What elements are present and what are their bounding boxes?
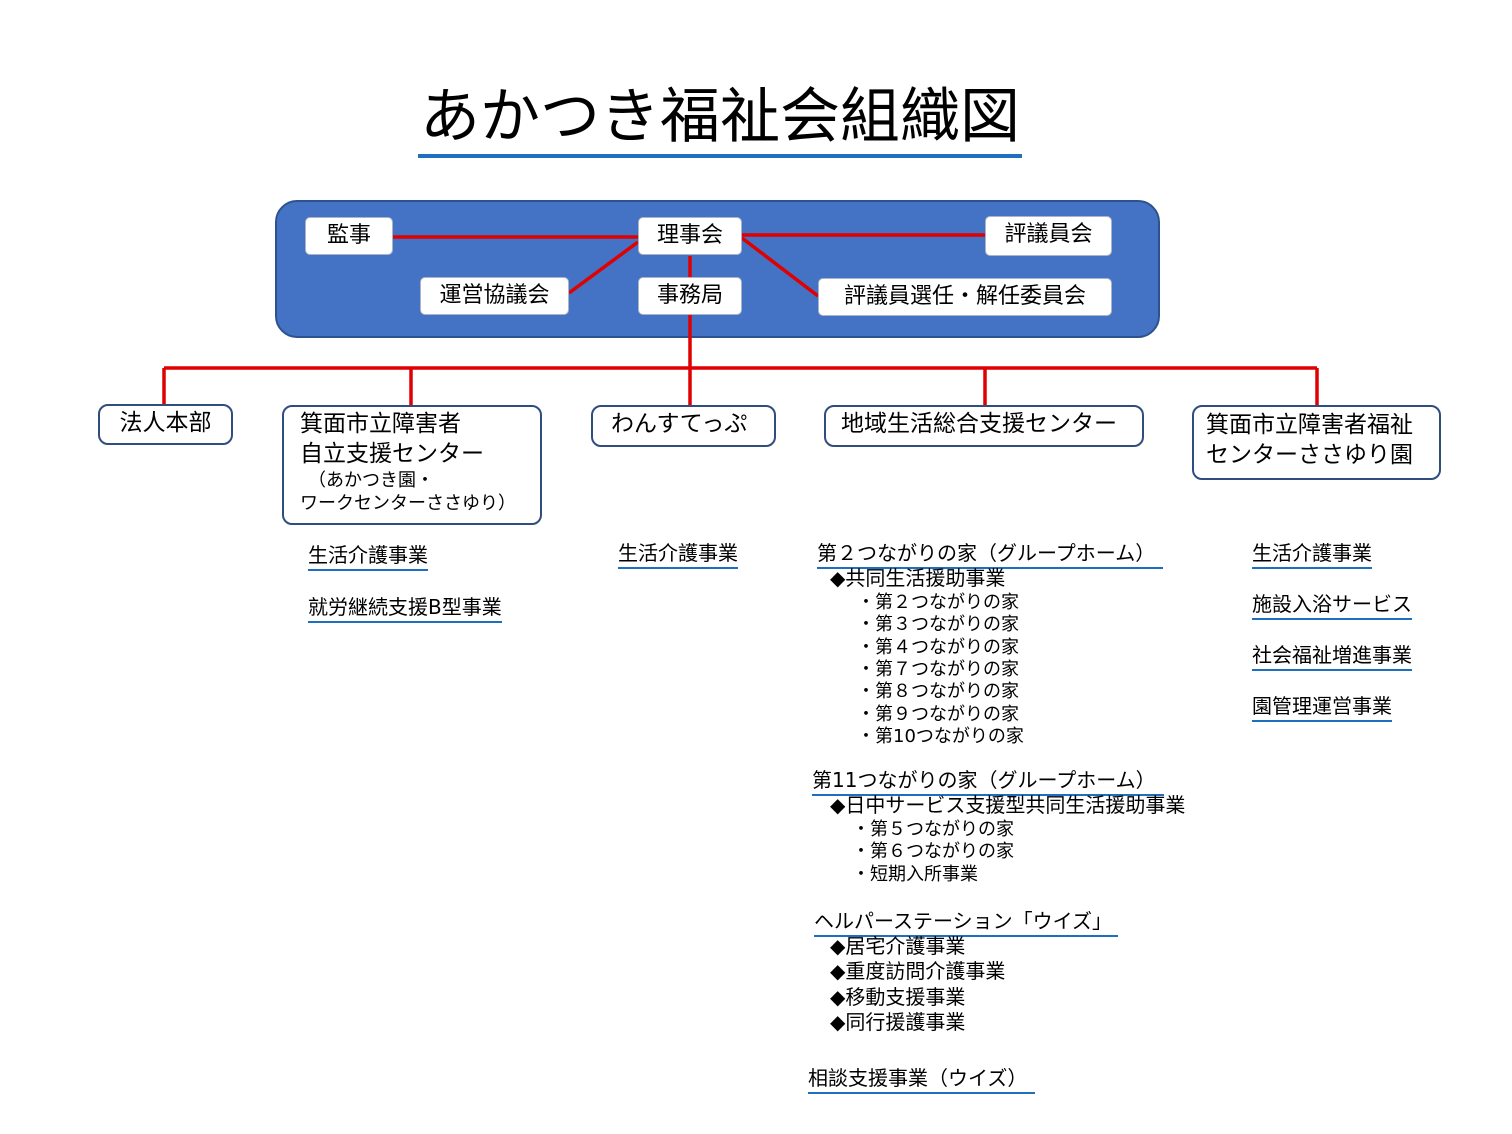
group1-heading: 第２つながりの家（グループホーム） [817, 540, 1164, 569]
sasayuri-line1: 箕面市立障害者福祉 [1206, 412, 1413, 438]
wansu-service: 生活介護事業 [618, 540, 738, 569]
hq-box: 法人本部 [98, 404, 233, 445]
group1-home: ・第10つながりの家 [857, 726, 1024, 747]
consult-heading: 相談支援事業（ウイズ） [808, 1065, 1036, 1094]
sasayuri-service: 社会福祉増進事業 [1252, 642, 1412, 671]
group2-home: ・短期入所事業 [852, 864, 978, 885]
jiritsu-sub1: （あかつき園・ [308, 470, 434, 491]
group1-home: ・第７つながりの家 [857, 659, 1019, 680]
group1-home: ・第２つながりの家 [857, 592, 1019, 613]
sasayuri-service: 施設入浴サービス [1252, 591, 1412, 620]
group2-program: ◆日中サービス支援型共同生活援助事業 [830, 793, 1186, 817]
hq-label: 法人本部 [119, 410, 212, 436]
selection-committee-box: 評議員選任・解任委員会 [818, 278, 1112, 316]
group2-home: ・第６つながりの家 [852, 841, 1014, 862]
group1-home: ・第８つながりの家 [857, 681, 1019, 702]
board-box: 理事会 [638, 217, 742, 255]
jiritsu-box: 箕面市立障害者 自立支援センター （あかつき園・ ワークセンターささゆり） [282, 405, 542, 525]
sasayuri-box: 箕面市立障害者福祉 センターささゆり園 [1192, 405, 1441, 480]
chiiki-box: 地域生活総合支援センター [824, 405, 1144, 447]
sasayuri-line2: センターささゆり園 [1206, 442, 1413, 468]
jiritsu-line1: 箕面市立障害者 [300, 411, 461, 437]
operations-committee-box: 運営協議会 [420, 277, 569, 315]
helper-heading: ヘルパーステーション「ウイズ」 [814, 908, 1118, 937]
group1-home: ・第４つながりの家 [857, 637, 1019, 658]
jiritsu-service: 生活介護事業 [308, 542, 428, 571]
wansu-label: わんすてっぷ [611, 411, 748, 437]
group1-home: ・第９つながりの家 [857, 704, 1019, 725]
helper-program: ◆同行援護事業 [830, 1010, 966, 1034]
secretariat-box: 事務局 [638, 277, 742, 315]
board-label: 理事会 [656, 223, 723, 248]
selection-committee-label: 評議員選任・解任委員会 [843, 284, 1086, 309]
helper-program: ◆重度訪問介護事業 [830, 959, 1006, 983]
wansu-box: わんすてっぷ [591, 405, 776, 447]
council-box: 評議員会 [985, 216, 1112, 256]
jiritsu-service: 就労継続支援B型事業 [308, 594, 502, 623]
page-title: あかつき福祉会組織図 [0, 82, 1440, 158]
line-board-selection [740, 236, 820, 298]
audit-label: 監事 [326, 223, 371, 248]
council-label: 評議員会 [1004, 222, 1093, 247]
group2-home: ・第５つながりの家 [852, 819, 1014, 840]
group2-heading: 第11つながりの家（グループホーム） [812, 767, 1164, 796]
sasayuri-service: 生活介護事業 [1252, 540, 1372, 569]
helper-program: ◆居宅介護事業 [830, 934, 966, 958]
secretariat-label: 事務局 [656, 283, 723, 308]
jiritsu-line2: 自立支援センター [300, 441, 484, 467]
jiritsu-sub2: ワークセンターささゆり） [300, 493, 516, 514]
sasayuri-service: 園管理運営事業 [1252, 693, 1392, 722]
group1-program: ◆共同生活援助事業 [830, 566, 1006, 590]
helper-program: ◆移動支援事業 [830, 985, 966, 1009]
audit-box: 監事 [305, 217, 393, 255]
group1-home: ・第３つながりの家 [857, 614, 1019, 635]
line-board-operations [567, 240, 640, 295]
title-text: あかつき福祉会組織図 [418, 82, 1022, 158]
operations-committee-label: 運営協議会 [439, 283, 550, 308]
chiiki-label: 地域生活総合支援センター [841, 411, 1117, 437]
